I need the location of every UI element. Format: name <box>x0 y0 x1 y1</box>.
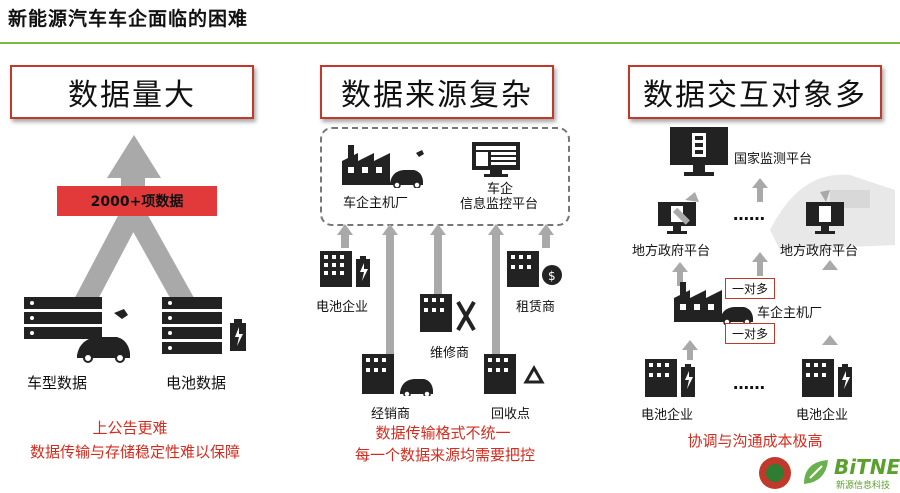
split-arrow-graphic <box>71 135 198 305</box>
local-platform-right-icon <box>806 202 844 234</box>
ellipsis-platforms: …… <box>733 205 765 224</box>
oem-label: 车企主机厂 <box>343 196 409 211</box>
interaction-arrows <box>672 178 838 360</box>
server-car-icon <box>24 297 130 363</box>
oem-center-label: 车企主机厂 <box>757 306 823 321</box>
battery-data-label: 电池数据 <box>166 374 227 392</box>
battery-company-left-label: 电池企业 <box>641 408 694 423</box>
brand-logo-text: BiTNEi <box>834 455 900 479</box>
svg-text:$: $ <box>548 269 556 283</box>
organization-seal-icon <box>759 457 791 489</box>
repair-shop-icon <box>420 294 476 332</box>
recycling-point-label: 回收点 <box>491 407 531 422</box>
section3-note: 协调与沟通成本极高 <box>687 432 823 450</box>
factory-car-icon <box>342 145 424 188</box>
data-count-badge: 2000+项数据 <box>57 186 217 216</box>
server-battery-icon <box>162 297 246 354</box>
national-platform-label: 国家监测平台 <box>734 152 813 167</box>
section1-note-1: 上公告更难 <box>92 419 168 437</box>
recycling-point-icon <box>484 354 545 394</box>
battery-company-icon <box>320 251 370 287</box>
ellipsis-batteries: …… <box>733 374 765 393</box>
national-platform-icon <box>670 127 728 176</box>
enterprise-label: 车企 <box>487 182 514 197</box>
monitoring-platform-label: 信息监控平台 <box>460 197 539 212</box>
page-title: 新能源汽车车企面临的困难 <box>8 8 249 30</box>
section2-note-2: 每一个数据来源均需要把控 <box>354 446 535 464</box>
oem-factory-icon <box>674 282 753 325</box>
section2-note-1: 数据传输格式不统一 <box>375 424 511 442</box>
section1-header: 数据量大 <box>10 65 254 119</box>
section2-header: 数据来源复杂 <box>320 65 554 119</box>
dealer-icon <box>362 354 433 396</box>
section1-note-2: 数据传输与存储稳定性难以保障 <box>29 443 240 461</box>
dealer-label: 经销商 <box>371 407 411 422</box>
rental-company-label: 租赁商 <box>516 300 556 315</box>
monitor-platform-icon <box>472 142 520 177</box>
rental-company-icon: $ <box>507 251 562 287</box>
one-to-many-badge-bottom: 一对多 <box>725 323 776 344</box>
repair-shop-label: 维修商 <box>430 346 470 361</box>
one-to-many-badge-top: 一对多 <box>725 278 776 299</box>
battery-company-left-icon <box>645 359 695 397</box>
car-model-data-label: 车型数据 <box>27 374 88 392</box>
source-arrows <box>337 224 554 362</box>
battery-company-right-icon <box>802 359 852 397</box>
section3-header: 数据交互对象多 <box>628 65 882 119</box>
local-platform-left-label: 地方政府平台 <box>632 244 711 259</box>
local-platform-right-label: 地方政府平台 <box>780 244 859 259</box>
title-divider <box>0 42 900 44</box>
battery-company-label: 电池企业 <box>316 300 369 315</box>
battery-company-right-label: 电池企业 <box>796 408 849 423</box>
brand-logo-subtext: 新源信息科技 <box>836 481 891 491</box>
oem-platform-group <box>320 127 570 226</box>
brand-leaf-icon <box>804 460 828 484</box>
